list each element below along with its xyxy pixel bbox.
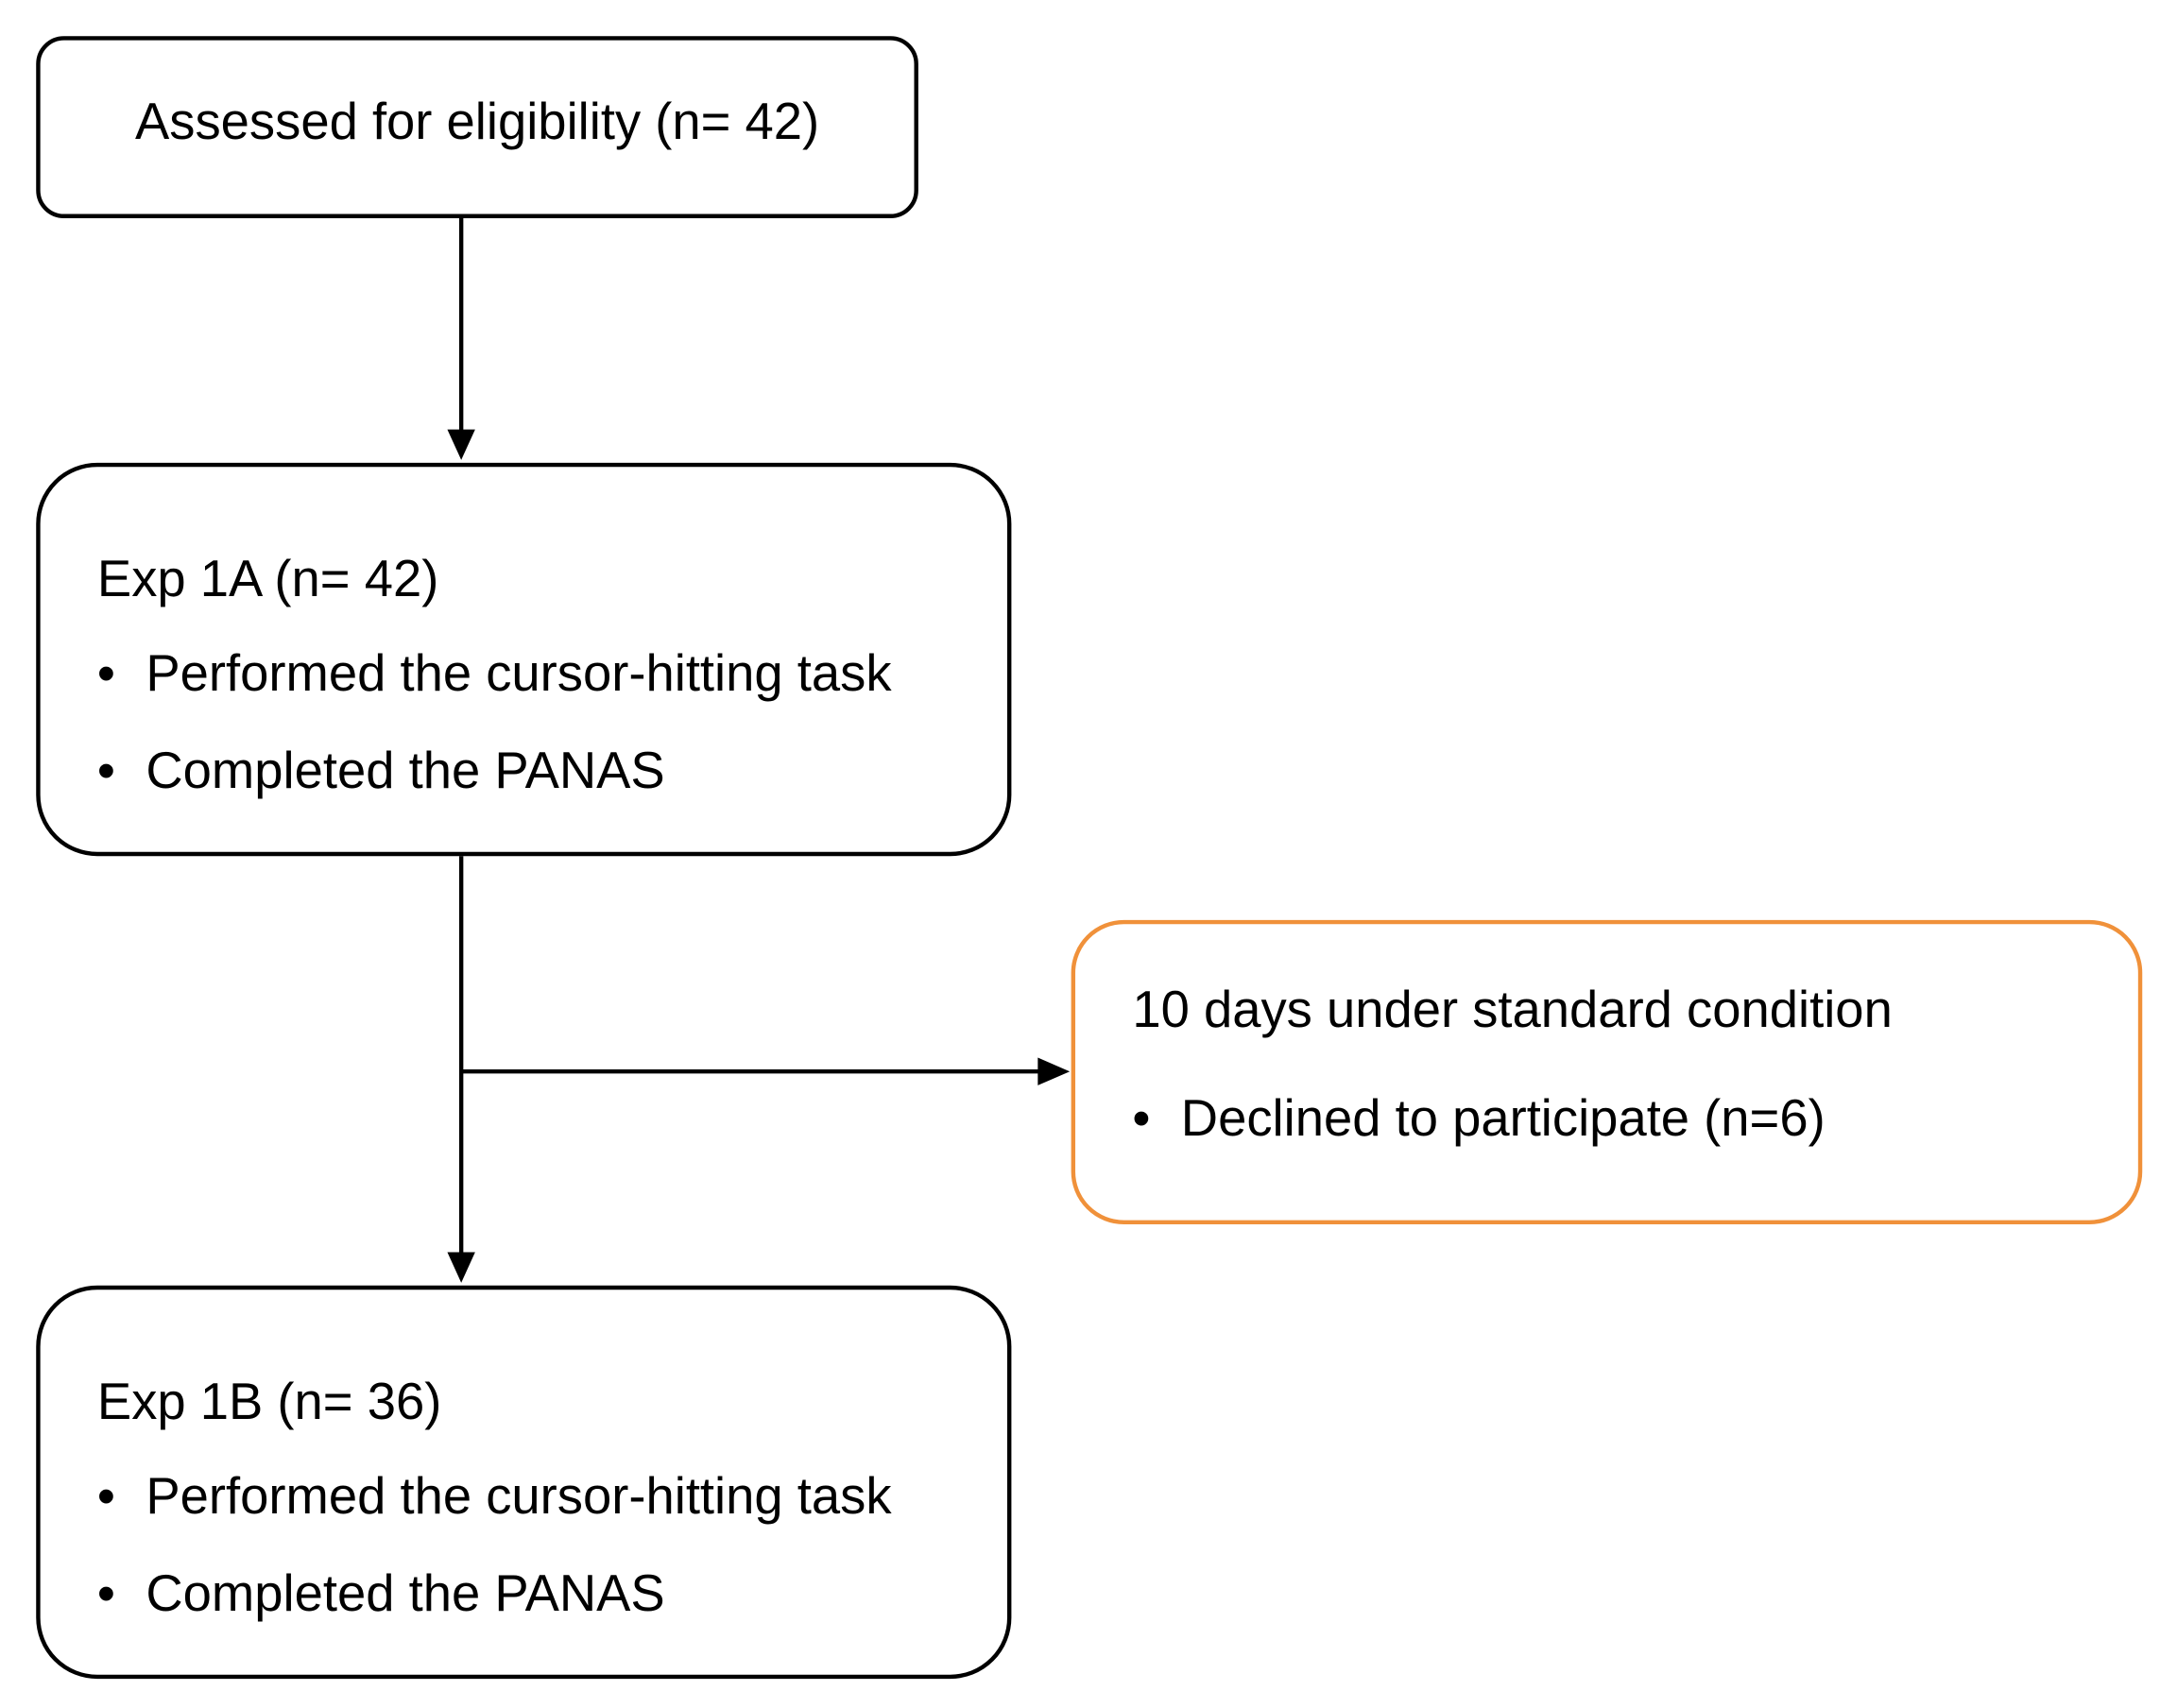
- waiting-period-items: • Declined to participate (n=6): [1132, 1092, 1825, 1143]
- eligibility-box: Assessed for eligibility (n= 42): [36, 36, 918, 218]
- arrowhead-down-icon: [447, 1252, 475, 1283]
- bullet-icon: •: [96, 1467, 115, 1525]
- list-item: • Performed the cursor-hitting task: [97, 648, 892, 699]
- list-item-text: Declined to participate (n=6): [1180, 1089, 1826, 1147]
- list-item-text: Completed the PANAS: [146, 1564, 665, 1622]
- exp1a-box: Exp 1A (n= 42) • Performed the cursor-hi…: [36, 462, 1012, 857]
- list-item: • Declined to participate (n=6): [1132, 1092, 1825, 1143]
- bullet-icon: •: [1132, 1089, 1151, 1147]
- waiting-period-title: 10 days under standard condition: [1132, 981, 1893, 1038]
- exp1a-items: • Performed the cursor-hitting task • Co…: [97, 648, 892, 796]
- waiting-period-box: 10 days under standard condition • Decli…: [1071, 919, 2143, 1225]
- list-item-text: Completed the PANAS: [146, 742, 665, 799]
- bullet-icon: •: [96, 742, 115, 799]
- bullet-icon: •: [96, 1564, 115, 1622]
- arrowhead-down-icon: [447, 429, 475, 460]
- eligibility-title: Assessed for eligibility (n= 42): [134, 93, 820, 150]
- bullet-icon: •: [96, 644, 115, 702]
- list-item-text: Performed the cursor-hitting task: [146, 644, 892, 702]
- list-item: • Completed the PANAS: [97, 1567, 892, 1618]
- exp1a-title: Exp 1A (n= 42): [96, 550, 439, 607]
- list-item: • Performed the cursor-hitting task: [97, 1470, 892, 1521]
- list-item: • Completed the PANAS: [97, 745, 892, 796]
- exp1b-box: Exp 1B (n= 36) • Performed the cursor-hi…: [36, 1285, 1012, 1680]
- list-item-text: Performed the cursor-hitting task: [146, 1467, 892, 1525]
- exp1b-items: • Performed the cursor-hitting task • Co…: [97, 1470, 892, 1618]
- arrowhead-right-icon: [1037, 1057, 1071, 1085]
- exp1b-title: Exp 1B (n= 36): [96, 1373, 442, 1430]
